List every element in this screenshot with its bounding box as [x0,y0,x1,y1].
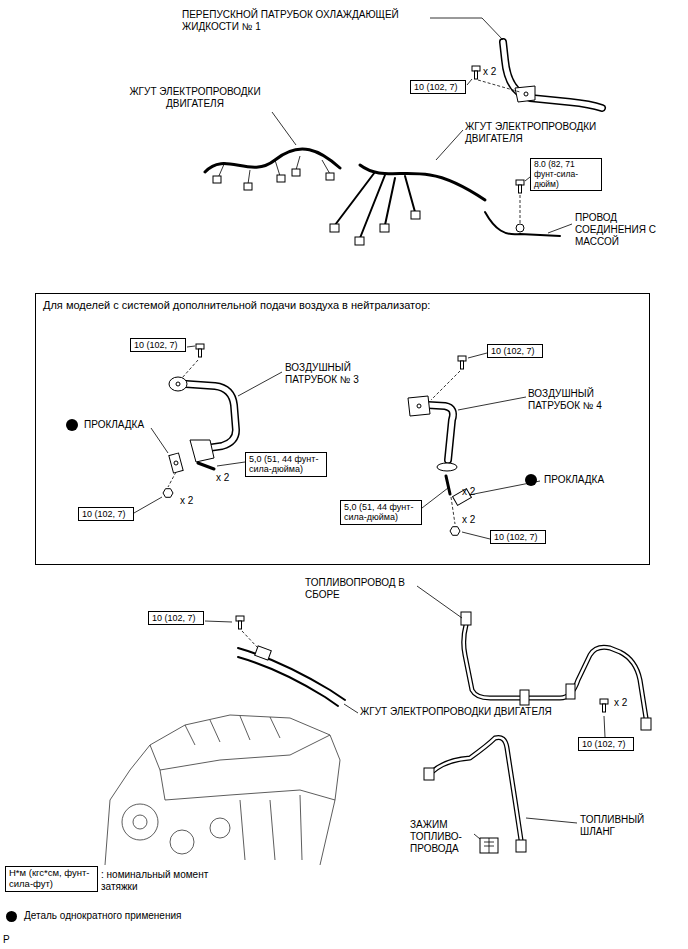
bolt [196,344,204,357]
torque-value: 10 (102, 7) [494,532,542,542]
torque-spec-box: 10 (102, 7) [148,611,204,625]
engine-wire-harness [330,165,485,245]
engine-sketch [105,715,340,865]
torque-spec-box: 10 (102, 7) [410,80,466,94]
torque-value: 5,0 (51, 44 фунт-сила-дюйма) [344,502,418,523]
legend-text: Деталь однократного применения [24,910,181,922]
quantity-note: P [3,934,10,946]
torque-spec-box: 5,0 (51, 44 фунт-сила-дюйма) [245,452,327,477]
coolant-bypass-pipe [503,42,602,108]
torque-spec-box: 10 (102, 7) [490,530,546,544]
quantity-note: x 2 [216,472,229,484]
part-name: : номинальный момент затяжки [101,869,231,893]
part-name: ПЕРЕПУСКНОЙ ПАТРУБОК ОХЛАЖДАЮЩЕЙ ЖИДКОСТ… [182,9,432,33]
part-name: ЖГУТ ЭЛЕКТРОПРОВОДКИ ДВИГАТЕЛЯ [360,706,552,718]
part-name: ЖГУТ ЭЛЕКТРОПРОВОДКИ ДВИГАТЕЛЯ [465,121,615,145]
air-pipe-3 [163,377,236,497]
part-name: ВОЗДУШНЫЙ ПАТРУБОК № 3 [285,362,385,386]
torque-spec-box: 10 (102, 7) [78,507,134,521]
torque-spec-box: Н*м (кгс*см, фунт-сила-фут) [5,866,98,892]
part-name: ПРОКЛАДКА [544,474,604,486]
bolt [472,66,480,79]
bolt [600,699,608,712]
bolt [236,616,244,629]
single-use-mark [66,419,78,431]
quantity-note: x 2 [180,495,193,507]
part-name: ЗАЖИМ ТОПЛИВО-ПРОВОДА [410,819,472,855]
quantity-note: x 2 [462,486,475,498]
single-use-mark [525,474,537,486]
torque-spec-box: 10 (102, 7) [487,344,543,358]
quantity-note: x 2 [483,66,496,78]
bolt [458,356,466,369]
quantity-note: x 2 [614,697,627,709]
fuel-pipe-clamp [480,838,498,853]
torque-value: 10 (102, 7) [491,346,539,356]
torque-value: 8.0 (82, 71 фунт-сила-дюйм) [534,160,598,189]
part-name: ТОПЛИВНЫЙ ШЛАНГ [580,814,670,838]
part-name: ТОПЛИВОПРОВОД В СБОРЕ [305,577,415,601]
single-use-swatch [6,911,17,922]
engine-wire-harness [205,149,340,190]
torque-value: 10 (102, 7) [414,82,462,92]
region-heading: Для моделей с системой дополнительной по… [43,299,642,312]
bolt [516,180,524,193]
torque-value: 10 (102, 7) [134,340,182,350]
part-name: ПРОКЛАДКА [84,419,144,431]
quantity-note: x 2 [462,514,475,526]
torque-spec-box: 10 (102, 7) [578,737,634,751]
torque-spec-box: 10 (102, 7) [130,338,186,352]
torque-value: 10 (102, 7) [82,509,130,519]
engine-wire-harness [238,646,345,706]
torque-spec-box: 5,0 (51, 44 фунт-сила-дюйма) [340,500,422,525]
part-name: ВОЗДУШНЫЙ ПАТРУБОК № 4 [528,388,628,412]
part-name: ПРОВОД СОЕДИНЕНИЯ С МАССОЙ [575,212,665,248]
torque-value: 10 (102, 7) [152,613,200,623]
torque-value: Н*м (кгс*см, фунт-сила-фут) [9,868,94,890]
torque-value: 5,0 (51, 44 фунт-сила-дюйма) [249,454,323,475]
part-name: ЖГУТ ЭЛЕКТРОПРОВОДКИ ДВИГАТЕЛЯ [120,86,270,110]
torque-value: 10 (102, 7) [582,739,630,749]
torque-spec-box: 8.0 (82, 71 фунт-сила-дюйм) [530,158,602,191]
